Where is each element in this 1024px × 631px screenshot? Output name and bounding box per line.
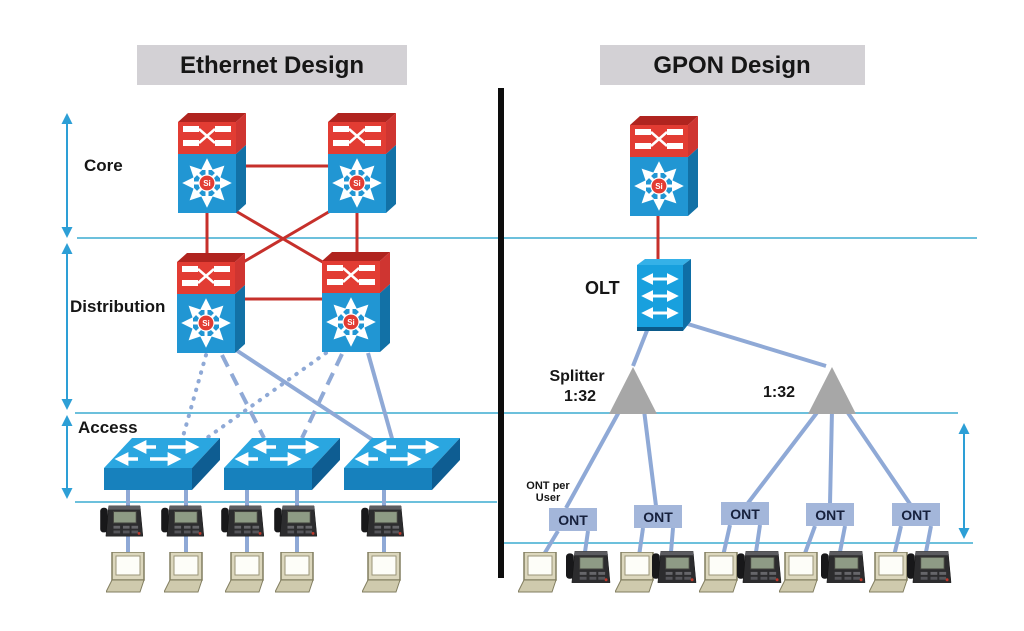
access-switch-3: [344, 438, 460, 490]
ont-phone-link: [754, 524, 762, 553]
ont-phone-link: [669, 527, 675, 553]
ip-phone: [221, 505, 265, 537]
dist1-access1-dotted-link: [180, 353, 208, 442]
ont-box: [549, 508, 597, 531]
ip-phone: [100, 505, 144, 537]
access-layer-label: Access: [78, 418, 138, 437]
ont-box: [806, 503, 854, 526]
ont-box: [634, 505, 682, 528]
computer: [106, 552, 145, 593]
gpon-design-title-box: [600, 45, 865, 85]
ont-phone-link: [838, 525, 847, 553]
ont-label: ONT: [558, 512, 588, 528]
ethernet-design-title-box: [137, 45, 407, 85]
ethernet-ip-phones: [100, 505, 405, 537]
computer: [779, 552, 818, 593]
ethernet-computers: [106, 552, 401, 593]
ont-pc-link: [892, 525, 903, 557]
dist2-access1-dotted-link: [202, 351, 328, 442]
splitter2-ont3-fiber: [746, 408, 821, 505]
ip-phone: [274, 505, 318, 537]
splitter1-ratio-label: 1:32: [564, 388, 596, 405]
ont-pc-link: [802, 525, 817, 557]
core1-dist2-link: [233, 208, 327, 266]
dist1-access2-dashed-link: [220, 354, 266, 439]
ethernet-distribution-access-links: [180, 348, 395, 448]
splitter-1: [609, 367, 657, 414]
computer: [164, 552, 203, 593]
ip-phone: [566, 550, 611, 584]
dist2-access3-link: [366, 352, 395, 443]
computer: [869, 552, 908, 593]
olt-splitter2-fiber: [677, 319, 827, 368]
access-switch-2: [224, 438, 340, 490]
ethernet-red-links: [205, 164, 359, 301]
layer-span-arrows: [61, 113, 970, 539]
ont-label: ONT: [815, 507, 845, 523]
olt-device: [637, 259, 691, 331]
distribution-switch-1: [177, 253, 245, 353]
access-switch-1: [104, 438, 220, 490]
ont-pc-link: [721, 524, 732, 557]
ip-phone: [652, 550, 697, 584]
ethernet-design-title: Ethernet Design: [180, 52, 364, 79]
computer: [275, 552, 314, 593]
ip-phone: [361, 505, 405, 537]
computer: [225, 552, 264, 593]
ip-phone: [161, 505, 205, 537]
olt-splitter1-fiber: [631, 327, 650, 367]
core-layer-label: Core: [84, 156, 123, 175]
olt-label: OLT: [585, 278, 620, 298]
splitter1-ont2-fiber: [642, 409, 658, 507]
gpon-design-title: GPON Design: [653, 52, 810, 79]
splitter2-ont4-fiber: [828, 409, 834, 505]
splitter-2: [808, 367, 856, 414]
ip-phone: [821, 550, 866, 584]
computer: [518, 552, 557, 593]
gpon-ont-device-links: [541, 524, 933, 558]
ip-phone: [907, 550, 952, 584]
ont-boxes: ONT ONT ONT ONT ONT: [549, 502, 940, 531]
splitter1-ont1-fiber: [564, 409, 622, 509]
distribution-switch-2: [322, 252, 390, 352]
gpon-core-switch: [630, 116, 698, 216]
core2-dist1-link: [239, 208, 333, 266]
ont-phone-link: [924, 525, 933, 553]
ont-box: [892, 503, 940, 526]
splitter2-ont5-fiber: [844, 408, 912, 506]
ont-box: [721, 502, 769, 525]
ont-label: ONT: [730, 506, 760, 522]
ont-pc-link: [541, 529, 560, 558]
core-switch-2: [328, 113, 396, 213]
distribution-layer-label: Distribution: [70, 297, 165, 316]
computer: [699, 552, 738, 593]
ont-per-user-label-line2: User: [536, 492, 561, 504]
ont-phone-link: [583, 530, 590, 553]
computer: [615, 552, 654, 593]
dist1-access3-link: [234, 348, 384, 448]
computer: [362, 552, 401, 593]
dist2-access2-dashed-link: [300, 353, 344, 439]
splitter-label: Splitter: [549, 368, 604, 385]
ont-label: ONT: [643, 509, 673, 525]
ip-phone: [737, 550, 782, 584]
ont-per-user-label-line1: ONT per: [526, 480, 570, 492]
ont-label: ONT: [901, 507, 931, 523]
splitter2-ratio-label: 1:32: [763, 384, 795, 401]
core-switch-1: [178, 113, 246, 213]
gpon-fiber-links: [564, 319, 912, 509]
ont-pc-link: [637, 527, 645, 557]
